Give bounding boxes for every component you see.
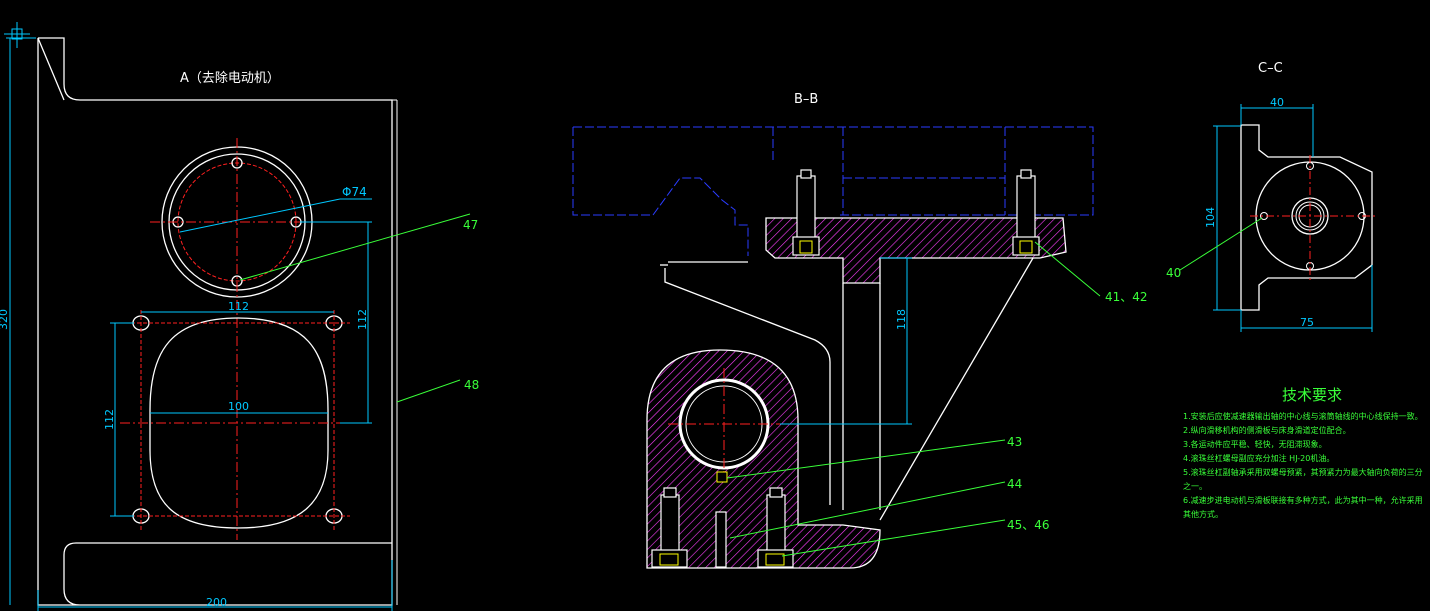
dim-plate-height: 320 (0, 309, 10, 330)
dim-c-bottom: 75 (1300, 316, 1314, 329)
tech-note-6: 6.减速步进电动机与滑板联接有多种方式，此为其中一种，允许采用其他方式。 (1183, 496, 1423, 519)
tech-note-3: 3.各运动件应平稳、轻快，无阻滞现象。 (1183, 440, 1327, 449)
tech-note-5: 5.滚珠丝杠副轴承采用双螺母预紧，其预紧力为最大轴向负荷的三分之一。 (1183, 468, 1423, 491)
view-a-title: A（去除电动机） (180, 71, 280, 86)
crosshair-cursor-icon (4, 22, 30, 48)
callout-40: 40 (1166, 266, 1181, 280)
callout-47: 47 (463, 218, 478, 232)
dim-opening-width: 100 (228, 400, 249, 413)
view-b: B–B 118 41、42 43 44 45、46 (572, 92, 1148, 569)
view-a-plate-outline (37, 37, 393, 606)
tech-requirements-notes: 1.安装后应使减速器输出轴的中心线与滚筒轴线的中心线保持一致。 2.纵向滑移机构… (1183, 410, 1423, 522)
view-c-title: C–C (1258, 61, 1283, 76)
phantom-rail (572, 126, 1094, 256)
tech-requirements-title: 技术要求 (1282, 386, 1342, 404)
callout-48: 48 (464, 378, 479, 392)
callout-44: 44 (1007, 477, 1022, 491)
bracket-base-body (646, 349, 881, 569)
callout-45-46: 45、46 (1007, 518, 1050, 532)
lower-opening (149, 317, 329, 529)
dim-hole-spacing-v-right: 112 (356, 309, 369, 330)
dim-plate-width: 200 (206, 596, 227, 609)
dim-118: 118 (895, 309, 908, 330)
dim-c-top: 40 (1270, 96, 1284, 109)
callout-41-42: 41、42 (1105, 290, 1148, 304)
callout-43: 43 (1007, 435, 1022, 449)
dim-hole-spacing-v-left: 112 (103, 409, 116, 430)
dim-hole-spacing-h: 112 (228, 300, 249, 313)
tech-note-2: 2.纵向滑移机构的侧滑板与床身滑道定位配合。 (1183, 426, 1351, 435)
view-a: A（去除电动机） 320 200 Φ74 112 112 112 100 47 … (0, 37, 479, 611)
tech-note-1: 1.安装后应使减速器输出轴的中心线与滚筒轴线的中心线保持一致。 (1183, 412, 1423, 421)
view-b-title: B–B (794, 92, 818, 107)
view-c: C–C 40 104 75 40 (1166, 61, 1375, 332)
dim-diameter: Φ74 (342, 185, 367, 199)
tech-note-4: 4.滚珠丝杠螺母副应充分加注 HJ-20机油。 (1183, 454, 1335, 463)
dim-c-height: 104 (1204, 207, 1217, 228)
